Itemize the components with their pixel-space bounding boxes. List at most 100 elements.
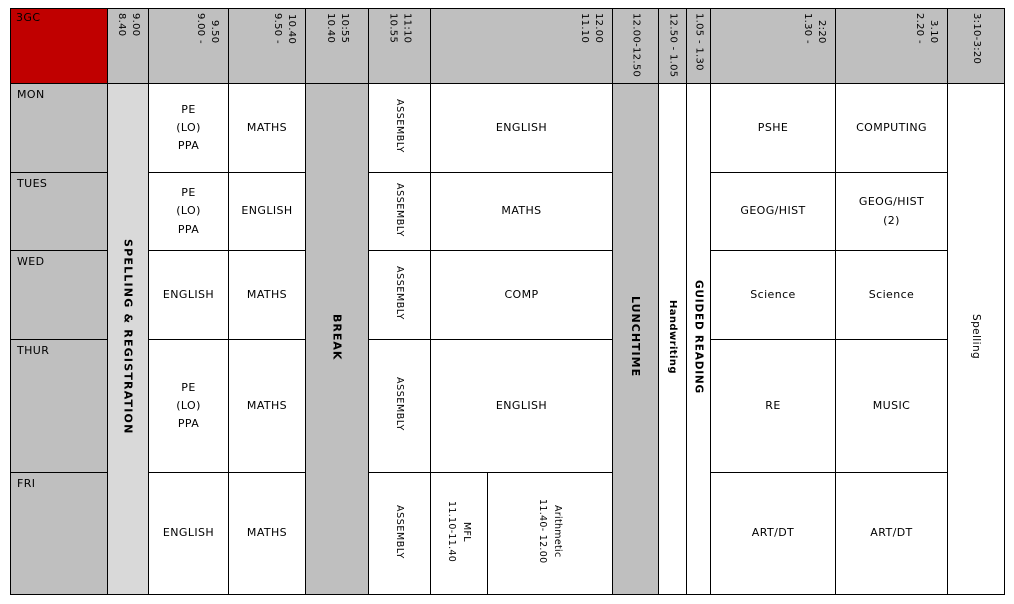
day-cell-thur: THUR	[10, 339, 108, 473]
lesson-label: ENGLISH	[162, 287, 215, 301]
header-time-lunch: 12.00-12.50	[612, 8, 659, 84]
lesson-label: MATHS	[246, 398, 288, 412]
lesson-cell-thur-period1: PE (LO) PPA	[148, 339, 229, 473]
lesson-label: 11.40- 12.00 Arithmetic	[537, 499, 564, 564]
row-wed: WED ENGLISH MATHS ASSEMBLY COMP Science …	[10, 250, 1005, 340]
assembly-cell-wed: ASSEMBLY	[368, 250, 431, 340]
assembly-cell-fri: ASSEMBLY	[368, 472, 431, 595]
handwriting-label: Handwriting	[667, 300, 678, 374]
header-time-handwriting: 12.50 - 1.05	[658, 8, 687, 84]
lesson-cell-wed-period4: Science	[710, 250, 836, 340]
lesson-cell-fri-period2: MATHS	[228, 472, 306, 595]
guided-reading-column-cell: GUIDED READING	[686, 83, 711, 595]
lesson-label: GEOG/HIST	[740, 204, 806, 218]
lesson-label: RE	[765, 398, 781, 412]
assembly-cell-tues: ASSEMBLY	[368, 172, 431, 251]
lesson-cell-mon-period2: MATHS	[228, 83, 306, 173]
registration-label: SPELLING & REGISTRATION	[121, 239, 135, 435]
row-fri: FRI ENGLISH MATHS ASSEMBLY 11.10-11.40 M…	[10, 472, 1005, 595]
header-row: 3GC 8.40 9.00 9.00 - 9.50 9.50 - 10.40 1…	[10, 8, 1005, 84]
lesson-cell-tues-period1: PE (LO) PPA	[148, 172, 229, 251]
time-label: 9.00 - 9.50	[195, 13, 220, 44]
day-label: WED	[17, 255, 45, 268]
header-time-period3: 11.10 12.00	[430, 8, 613, 84]
lesson-label: PE (LO) PPA	[176, 186, 201, 236]
time-label: 8.40 9.00	[116, 13, 141, 37]
time-label: 12.00-12.50	[630, 13, 642, 78]
day-label: MON	[17, 88, 45, 101]
lesson-label: PSHE	[757, 120, 789, 134]
lunch-column-cell: LUNCHTIME	[612, 83, 659, 595]
time-label: 2.20 - 3.10	[914, 13, 939, 44]
lesson-cell-mon-period5: COMPUTING	[835, 83, 948, 173]
lesson-cell-wed-period1: ENGLISH	[148, 250, 229, 340]
lesson-label: Science	[750, 287, 796, 301]
lunchtime-label: LUNCHTIME	[629, 296, 642, 378]
lesson-cell-thur-period2: MATHS	[228, 339, 306, 473]
lesson-cell-tues-period4: GEOG/HIST	[710, 172, 836, 251]
lesson-cell-tues-period5: GEOG/HIST (2)	[835, 172, 948, 251]
header-time-assembly: 10.55 11:10	[368, 8, 431, 84]
lesson-label: ENGLISH	[241, 204, 293, 218]
lesson-label: GEOG/HIST (2)	[858, 195, 925, 227]
guided-reading-label: GUIDED READING	[692, 280, 705, 394]
lesson-label: MATHS	[501, 204, 542, 218]
lesson-cell-tues-period2: ENGLISH	[228, 172, 306, 251]
break-label: BREAK	[330, 313, 344, 361]
time-label: 10.40 10:55	[325, 13, 350, 44]
header-time-period4: 1.30 - 2:20	[710, 8, 836, 84]
time-label: 11.10 12.00	[579, 13, 604, 44]
lesson-label: MATHS	[246, 287, 288, 301]
assembly-cell-thur: ASSEMBLY	[368, 339, 431, 473]
assembly-cell-mon: ASSEMBLY	[368, 83, 431, 173]
time-label: 10.55 11:10	[387, 13, 413, 44]
lesson-label: ENGLISH	[495, 120, 548, 134]
assembly-label: ASSEMBLY	[394, 99, 405, 153]
day-label: FRI	[17, 477, 36, 490]
registration-column-cell: SPELLING & REGISTRATION	[107, 83, 149, 595]
lesson-label: ENGLISH	[495, 398, 548, 412]
header-time-period1: 9.00 - 9.50	[148, 8, 229, 84]
lesson-cell-thur-period5: MUSIC	[835, 339, 948, 473]
day-cell-tues: TUES	[10, 172, 108, 251]
row-mon: MON SPELLING & REGISTRATION PE (LO) PPA …	[10, 83, 1005, 595]
lesson-label: MUSIC	[872, 398, 911, 412]
day-cell-wed: WED	[10, 250, 108, 340]
lesson-cell-fri-period4: ART/DT	[710, 472, 836, 595]
header-time-period2: 9.50 - 10.40	[228, 8, 306, 84]
header-time-spelling: 3:10-3:20	[947, 8, 1005, 84]
lesson-cell-thur-period3: ENGLISH	[430, 339, 613, 473]
header-time-break: 10.40 10:55	[305, 8, 369, 84]
header-time-guided-reading: 1.05 - 1.30	[686, 8, 711, 84]
lesson-cell-fri-period1: ENGLISH	[148, 472, 229, 595]
spelling-label: Spelling	[970, 314, 982, 360]
lesson-label: MATHS	[246, 120, 288, 134]
handwriting-column-cell: Handwriting	[658, 83, 687, 595]
lesson-cell-mon-period3: ENGLISH	[430, 83, 613, 173]
lesson-cell-fri-mfl: 11.10-11.40 MFL	[430, 472, 488, 595]
class-label: 3GC	[16, 11, 41, 24]
header-time-registration: 8.40 9.00	[107, 8, 149, 84]
lesson-label: ENGLISH	[162, 526, 215, 540]
lesson-cell-mon-period4: PSHE	[710, 83, 836, 173]
assembly-label: ASSEMBLY	[394, 504, 405, 559]
lesson-cell-wed-period2: MATHS	[228, 250, 306, 340]
lesson-label: PE (LO) PPA	[176, 102, 201, 153]
class-name-cell: 3GC	[10, 8, 108, 84]
spelling-column-cell: Spelling	[947, 83, 1005, 595]
lesson-label: Science	[868, 287, 915, 301]
assembly-label: ASSEMBLY	[394, 266, 405, 320]
day-cell-mon: MON	[10, 83, 108, 173]
header-time-period5: 2.20 - 3.10	[835, 8, 948, 84]
lesson-cell-fri-period5: ART/DT	[835, 472, 948, 595]
row-thur: THUR PE (LO) PPA MATHS ASSEMBLY ENGLISH …	[10, 339, 1005, 473]
row-tues: TUES PE (LO) PPA ENGLISH ASSEMBLY MATHS …	[10, 172, 1005, 251]
day-label: THUR	[17, 344, 50, 357]
lesson-cell-tues-period3: MATHS	[430, 172, 613, 251]
time-label: 12.50 - 1.05	[667, 13, 679, 78]
lesson-cell-wed-period5: Science	[835, 250, 948, 340]
lesson-label: MATHS	[246, 526, 288, 540]
lesson-label: 11.10-11.40 MFL	[446, 500, 473, 563]
assembly-label: ASSEMBLY	[394, 182, 405, 237]
